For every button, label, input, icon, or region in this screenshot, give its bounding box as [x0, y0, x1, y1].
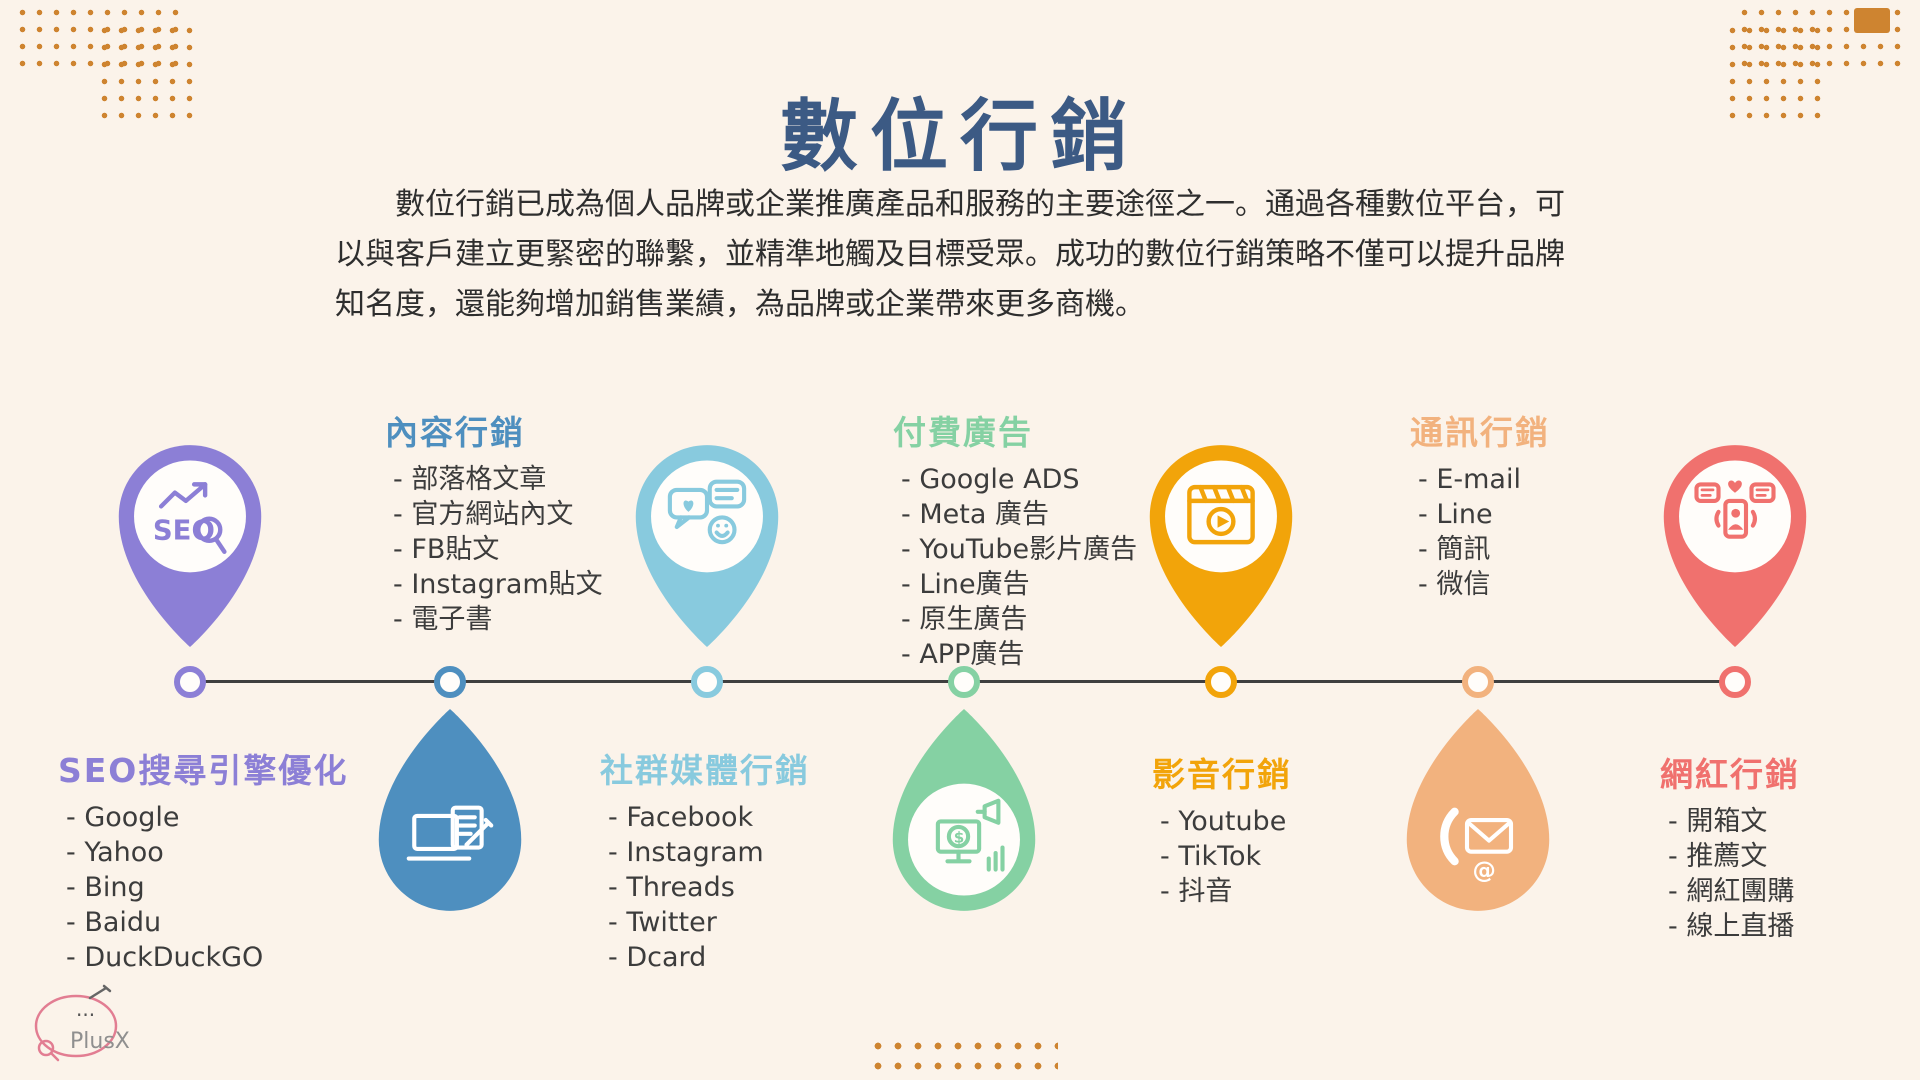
list-item: - 網紅團購	[1668, 876, 1795, 907]
pin-shape	[1406, 709, 1550, 911]
list-item: - E-mail	[1418, 464, 1521, 495]
messaging-icon: @	[1420, 784, 1536, 900]
list-item: - Twitter	[608, 907, 717, 938]
list-item: - 線上直播	[1668, 911, 1795, 942]
pin-video	[1136, 435, 1306, 647]
list-item: - 開箱文	[1668, 806, 1768, 837]
list-item: - Yahoo	[66, 837, 164, 868]
pencil-icon	[88, 984, 112, 1000]
node-label-social: 社群媒體行銷 - Facebook - Instagram - Threads - T…	[600, 744, 920, 975]
node-heading-paid-ads: 付費廣告	[893, 413, 1033, 452]
svg-text:$: $	[954, 829, 965, 847]
list-item: - 推薦文	[1668, 841, 1768, 872]
seo-icon: SEO	[132, 458, 248, 574]
decor-dots-top-right-b	[1724, 22, 1824, 122]
list-item: - Dcard	[608, 942, 707, 973]
pin-paid-ads: $	[879, 709, 1049, 921]
list-item: - Facebook	[608, 802, 754, 833]
pin-social	[622, 435, 792, 647]
paid-ads-icon: $	[906, 784, 1022, 900]
list-item: - Instagram	[608, 837, 764, 868]
list-item: - FB貼文	[393, 534, 500, 565]
list-item: - Line	[1418, 499, 1493, 530]
node-label-influencer: 網紅行銷 - 開箱文 - 推薦文 - 網紅團購 - 線上直播	[1660, 748, 1920, 944]
list-item: - Threads	[608, 872, 735, 903]
node-label-paid-ads: 付費廣告 - Google ADS- Meta 廣告- YouTube影片廣告-…	[893, 406, 1213, 672]
decor-square-top-right	[1854, 8, 1890, 33]
list-item: - Meta 廣告	[901, 499, 1049, 530]
list-item: - APP廣告	[901, 639, 1025, 670]
list-item: - Youtube	[1160, 806, 1287, 837]
pin-content	[365, 709, 535, 921]
list-item: - TikTok	[1160, 841, 1262, 872]
node-items-paid-ads: - Google ADS - Meta 廣告 - YouTube影片廣告 - Line…	[893, 462, 1213, 672]
node-heading-content: 內容行銷	[385, 413, 525, 452]
node-heading-seo: SEO搜尋引擎優化	[58, 751, 349, 790]
decor-dots-top-left-b	[96, 22, 196, 122]
pin-shape	[892, 709, 1036, 911]
timeline-node-video	[1205, 666, 1237, 698]
list-item: - Line廣告	[901, 569, 1030, 600]
node-items-seo: - Google - Yahoo - Bing - Baidu - DuckDuckGO	[58, 800, 378, 975]
node-heading-social: 社群媒體行銷	[600, 751, 810, 790]
list-item: - 簡訊	[1418, 534, 1491, 565]
node-items-influencer: - 開箱文 - 推薦文 - 網紅團購 - 線上直播	[1660, 804, 1920, 944]
list-item: - YouTube影片廣告	[901, 534, 1138, 565]
node-heading-video: 影音行銷	[1152, 755, 1292, 794]
svg-text:SEO: SEO	[153, 514, 215, 546]
list-item: - Google	[66, 802, 180, 833]
intro-paragraph: 數位行銷已成為個人品牌或企業推廣產品和服務的主要途徑之一。通過各種數位平台，可以…	[335, 187, 1565, 322]
list-item: - Baidu	[66, 907, 162, 938]
svg-text:@: @	[1473, 856, 1496, 884]
list-item: - Bing	[66, 872, 145, 903]
content-marketing-icon	[392, 784, 508, 900]
list-item: - 原生廣告	[901, 604, 1028, 635]
list-item: - Google ADS	[901, 464, 1080, 495]
influencer-icon	[1677, 458, 1793, 574]
node-label-seo: SEO搜尋引擎優化 - Google- Yahoo- Bing- Baidu- …	[58, 744, 378, 975]
brand-logo: ... PlusX	[28, 982, 168, 1074]
node-items-video: - Youtube - TikTok - 抖音	[1152, 804, 1472, 909]
logo-text: PlusX	[70, 1029, 130, 1054]
node-label-content: 內容行銷 - 部落格文章- 官方網站內文- FB貼文- Instagram貼文-…	[385, 406, 705, 637]
page-title: 數位行銷	[779, 91, 1140, 182]
social-chat-icon	[649, 458, 765, 574]
node-label-messaging: 通訊行銷 - E-mail - Line - 簡訊 - 微信	[1410, 406, 1730, 602]
list-item: - Instagram貼文	[393, 569, 603, 600]
pin-influencer	[1650, 435, 1820, 647]
list-item: - 電子書	[393, 604, 493, 635]
node-label-video: 影音行銷 - Youtube - TikTok - 抖音	[1152, 748, 1472, 909]
pin-seo: SEO	[105, 435, 275, 647]
node-items-messaging: - E-mail - Line - 簡訊 - 微信	[1410, 462, 1730, 602]
pin-messaging: @	[1393, 709, 1563, 921]
list-item: - 官方網站內文	[393, 499, 574, 530]
decor-dots-bottom-center	[868, 1036, 1058, 1080]
magnifier-icon	[37, 1039, 55, 1057]
logo-dots: ...	[76, 997, 95, 1021]
timeline-node-content	[434, 666, 466, 698]
node-heading-messaging: 通訊行銷	[1410, 413, 1550, 452]
node-heading-influencer: 網紅行銷	[1660, 755, 1800, 794]
timeline-node-paid-ads	[948, 666, 980, 698]
list-item: - 微信	[1418, 569, 1491, 600]
node-items-content: - 部落格文章 - 官方網站內文 - FB貼文 - Instagram貼文 - 電子書	[385, 462, 705, 637]
node-items-social: - Facebook - Instagram - Threads - Twitter -…	[600, 800, 920, 975]
list-item: - 部落格文章	[393, 464, 547, 495]
video-marketing-icon	[1163, 458, 1279, 574]
timeline-node-messaging	[1462, 666, 1494, 698]
timeline-node-seo	[174, 666, 206, 698]
list-item: - 抖音	[1160, 876, 1233, 907]
list-item: - DuckDuckGO	[66, 942, 264, 973]
timeline-node-influencer	[1719, 666, 1751, 698]
timeline-node-social	[691, 666, 723, 698]
